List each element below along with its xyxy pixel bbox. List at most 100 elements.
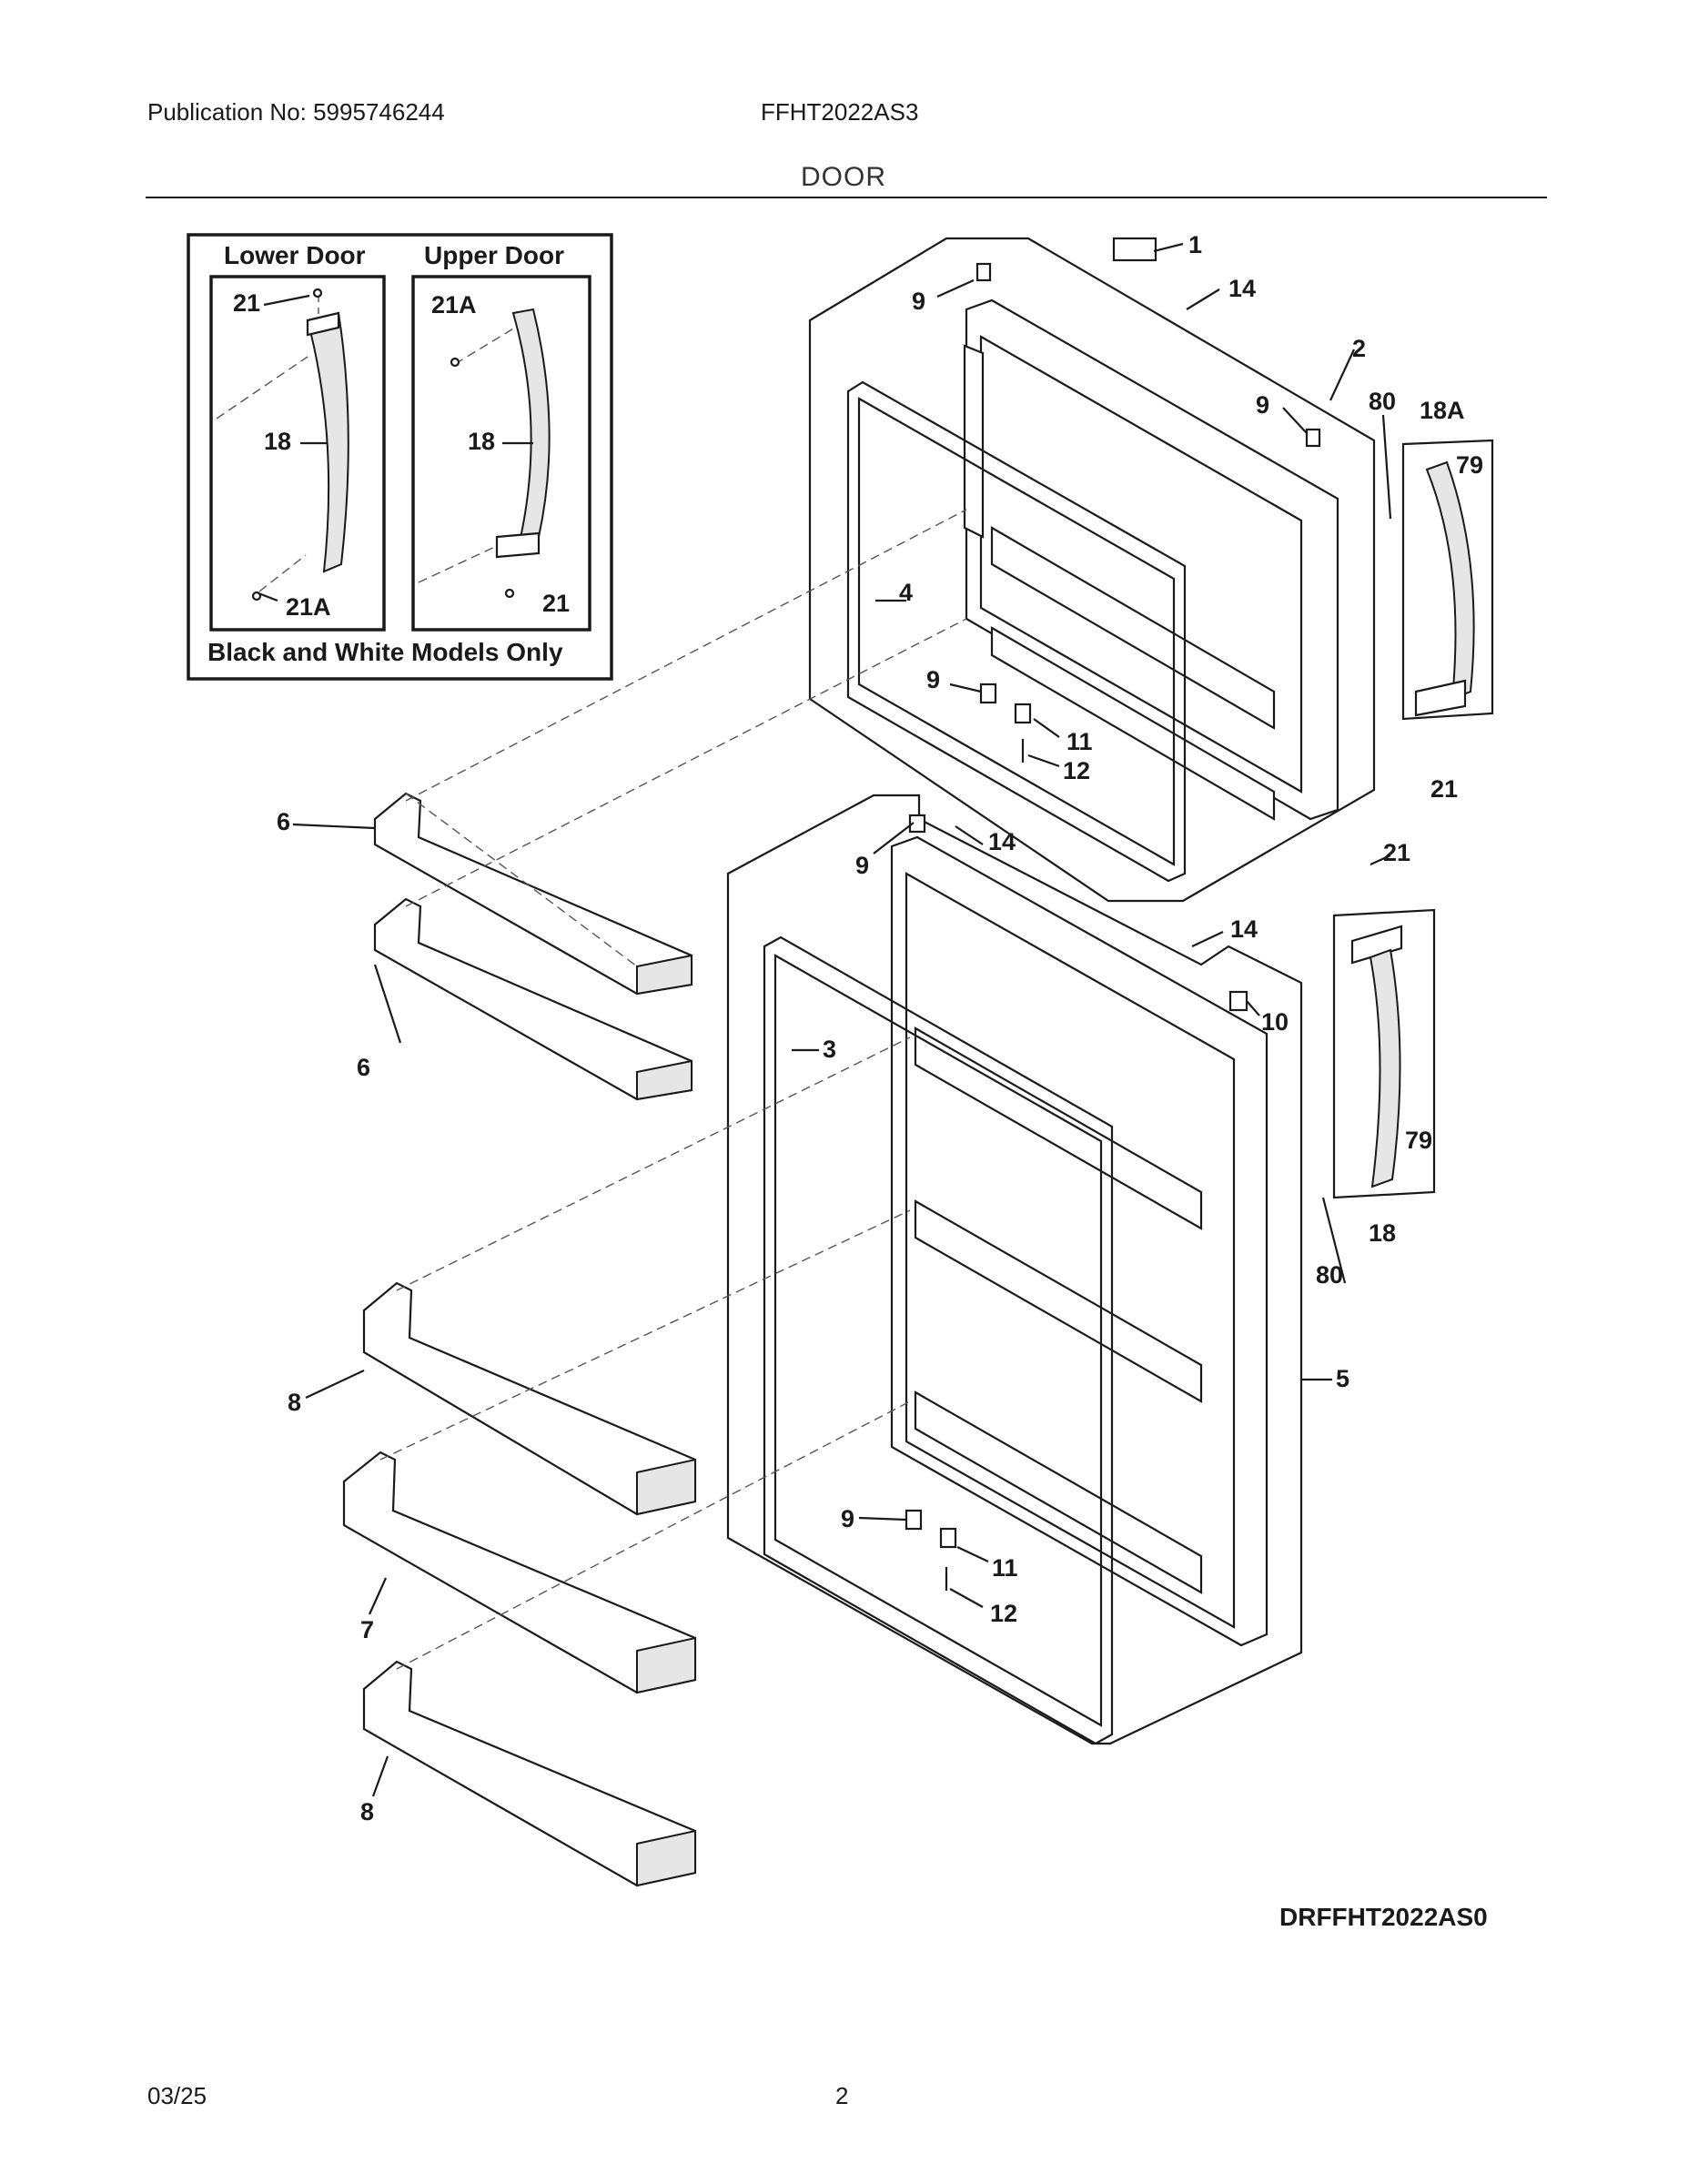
footer-date: 03/25 — [147, 2082, 207, 2109]
inset-upper-panel — [411, 275, 591, 632]
inset-lower-screw-top — [312, 288, 323, 298]
diagram-id: DRFFHT2022AS0 — [1279, 1903, 1488, 1931]
callout-79b: 79 — [1405, 1127, 1432, 1154]
leader-12a — [1027, 753, 1060, 768]
dash-bin8a — [396, 1036, 911, 1291]
footer-page-number: 2 — [835, 2082, 849, 2109]
callout-21a: 21 — [1430, 775, 1458, 803]
leader-7 — [368, 1577, 388, 1615]
inset-lower-handle — [306, 311, 349, 573]
bushing-10 — [1228, 990, 1248, 1012]
leader-10 — [1246, 1000, 1260, 1016]
lower-door — [763, 835, 1269, 1745]
publication-number: Publication No: 5995746244 — [147, 98, 445, 126]
upper-handle-18A — [1401, 439, 1494, 721]
inset-label-21: 21 — [233, 289, 260, 317]
callout-12a: 12 — [1063, 757, 1090, 784]
upper-door — [846, 298, 1339, 883]
lower-door-shelf-rail-3 — [914, 1390, 1203, 1594]
callout-4: 4 — [899, 579, 913, 606]
leader-21b — [1370, 854, 1391, 866]
leader-14c — [1191, 931, 1224, 947]
inset-frame — [187, 233, 613, 681]
leader-14a — [1186, 288, 1220, 310]
hinge-pin-9-lower-bottom — [905, 1509, 923, 1531]
callout-9d: 9 — [855, 852, 869, 879]
handle-inset: Lower Door Upper Door 21 18 21A 21A 18 2… — [187, 233, 613, 681]
leader-9c — [949, 682, 982, 693]
leader-9d — [873, 822, 915, 854]
callout-11b: 11 — [992, 1554, 1018, 1582]
callout-5: 5 — [1336, 1365, 1349, 1392]
inset-note: Black and White Models Only — [207, 638, 563, 666]
inset-lower-bracket — [306, 311, 340, 337]
callout-6a: 6 — [277, 808, 290, 835]
callout-1: 1 — [1188, 231, 1202, 258]
upper-door-shelf-rail-1 — [990, 526, 1276, 730]
leader-6b — [373, 964, 402, 1044]
inset-leader-21A — [258, 592, 278, 602]
upper-door-shelf-rail-2 — [990, 626, 1276, 821]
hinge-pin-9-top — [975, 262, 992, 282]
callout-9a: 9 — [912, 288, 925, 315]
leader-11b — [956, 1546, 989, 1562]
leader-11a — [1033, 718, 1060, 738]
door-bin-7 — [342, 1451, 697, 1694]
cap-1 — [1112, 237, 1157, 262]
inset-label-18: 18 — [264, 428, 291, 455]
callout-10: 10 — [1261, 1008, 1289, 1036]
dash-bin7 — [379, 1209, 911, 1461]
callout-80b: 80 — [1316, 1261, 1343, 1289]
inset-upper-handle — [511, 308, 551, 548]
lower-door-shelf-rail-1 — [914, 1026, 1203, 1230]
hinge-pin-9-lower-top — [908, 814, 926, 834]
leader-14b — [955, 825, 984, 845]
model-number: FFHT2022AS3 — [761, 98, 919, 126]
inset-lower-title: Lower Door — [224, 241, 366, 269]
hinge-pin-9-right — [1305, 428, 1321, 448]
inset-leader-21 — [263, 294, 310, 307]
callout-14c: 14 — [1230, 915, 1258, 943]
upper-door-boundary — [808, 237, 1376, 903]
inset-upper-screw-bottom — [504, 588, 515, 599]
inset-label-21A: 21A — [286, 593, 331, 621]
hinge-pin-9-upper-bottom — [979, 682, 997, 704]
inset-upper-title: Upper Door — [424, 241, 564, 269]
callout-14b: 14 — [988, 828, 1016, 855]
callout-9c: 9 — [926, 666, 940, 693]
lower-handle-18 — [1332, 908, 1436, 1199]
lower-door-boundary — [726, 794, 1303, 1745]
callout-80a: 80 — [1369, 388, 1396, 415]
dash-bin8b — [396, 1400, 911, 1670]
upper-gasket-inner — [857, 397, 1176, 866]
leader-9b — [1282, 407, 1308, 434]
inset-upper-dash-top — [454, 327, 516, 365]
stop-11-upper — [1014, 703, 1032, 724]
inset-label-21-upper: 21 — [542, 590, 570, 617]
door-bin-6-lower — [373, 897, 693, 1101]
inset-upper-screw-top — [450, 357, 460, 368]
inset-lower-panel — [209, 275, 386, 632]
callout-12b: 12 — [990, 1600, 1017, 1627]
inset-lower-dash-bot — [258, 554, 307, 592]
callout-79a: 79 — [1456, 451, 1483, 479]
section-title: DOOR — [801, 162, 886, 192]
callout-6b: 6 — [357, 1054, 370, 1081]
callout-11a: 11 — [1066, 728, 1093, 755]
inset-label-18-upper: 18 — [468, 428, 495, 455]
leader-80a — [1381, 414, 1392, 520]
callout-2: 2 — [1352, 335, 1366, 362]
lower-gasket-outer — [763, 935, 1114, 1745]
leader-8a — [305, 1370, 365, 1399]
callout-9b: 9 — [1256, 391, 1269, 419]
door-bin-8-upper — [362, 1281, 697, 1516]
callout-7: 7 — [360, 1616, 374, 1643]
door-bin-8-lower — [362, 1660, 697, 1887]
inset-label-21A-upper: 21A — [431, 291, 477, 318]
inset-upper-bracket — [495, 531, 541, 559]
inset-upper-dash-bot — [418, 545, 498, 583]
lower-gasket-inner — [773, 954, 1103, 1727]
upper-door-side — [963, 344, 985, 539]
leader-12b — [949, 1588, 984, 1608]
